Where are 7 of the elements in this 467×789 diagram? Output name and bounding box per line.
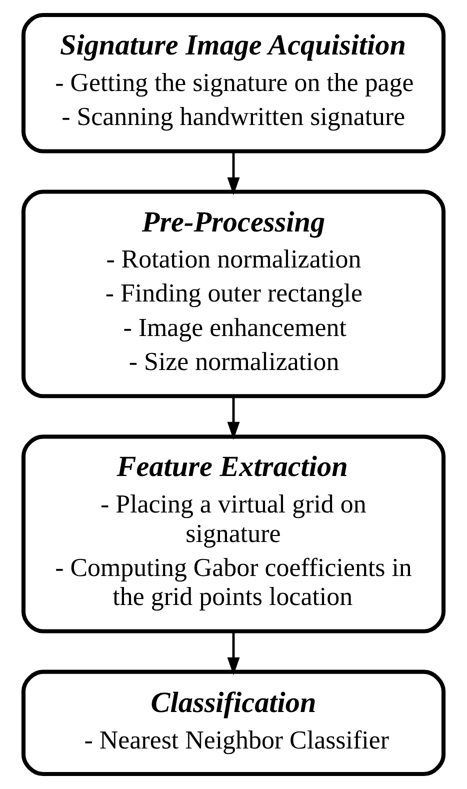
arrow bbox=[227, 152, 240, 196]
node-box: Pre-Processing - Rotation normalization - Finding outer rectangle - Image enhancement - Size normalization bbox=[21, 190, 446, 398]
node-box: Classification - Nearest Neighbor Classifier bbox=[21, 670, 446, 776]
node-box: Feature Extraction - Placing a virtual grid on signature - Computing Gabor coefficients in the grid points location bbox=[21, 434, 446, 634]
node-box: Signature Image Acquisition - Getting the signature on the page - Scanning handwritten signature bbox=[21, 12, 446, 154]
arrow bbox=[227, 632, 240, 676]
arrow bbox=[227, 396, 240, 440]
